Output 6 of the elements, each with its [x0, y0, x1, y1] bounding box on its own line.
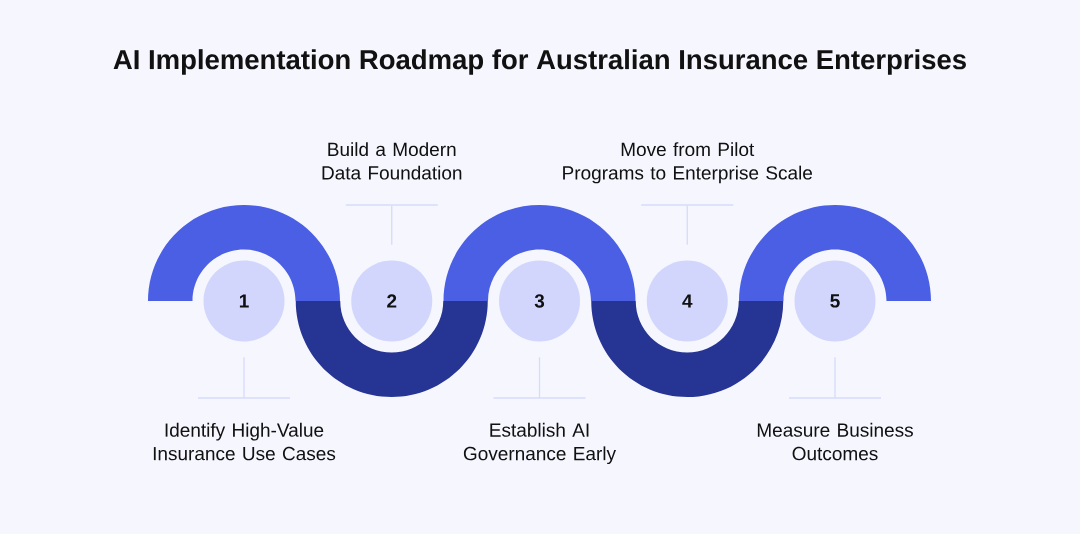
step-label: Build a Modern Data Foundation: [322, 142, 462, 180]
step-label: Identify High-Value Insurance Use Cases: [153, 422, 336, 461]
step-label: Establish AI Governance Early: [463, 422, 616, 465]
step-label: Move from Pilot Programs to Enterprise Scale: [563, 142, 812, 184]
step-label: Measure Business Outcomes: [757, 422, 913, 461]
title: AI Implementation Roadmap for Australian Insurance Enterprises: [113, 49, 966, 75]
